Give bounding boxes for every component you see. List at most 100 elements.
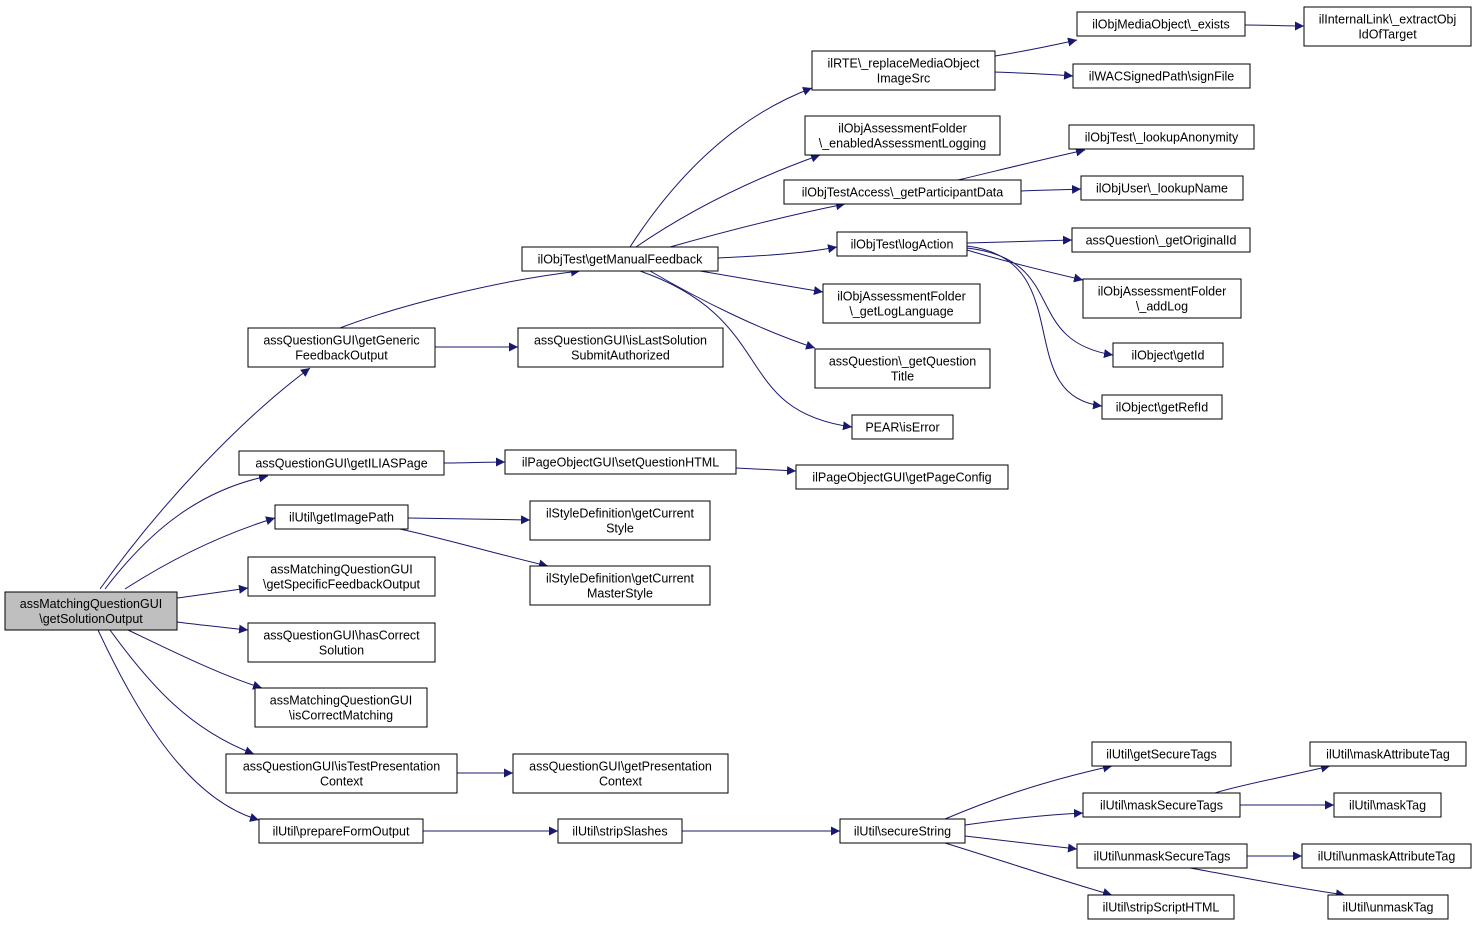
node-ilutil-unmasktag[interactable]: ilUtil\unmaskTag bbox=[1327, 894, 1449, 920]
node-label: \_addLog bbox=[1136, 300, 1188, 314]
edge-partdata-to-lookupanon bbox=[957, 147, 1086, 181]
node-ilutil-unmaskattributetag[interactable]: ilUtil\unmaskAttributeTag bbox=[1301, 843, 1472, 869]
edge-manfb-to-logaction bbox=[717, 244, 838, 259]
node-box bbox=[225, 753, 458, 794]
node-label: ilObjAssessmentFolder bbox=[1098, 285, 1227, 299]
node-ilobjmediaobject-exists[interactable]: ilObjMediaObject\_exists bbox=[1076, 11, 1246, 37]
node-label: ilUtil\getImagePath bbox=[289, 511, 394, 525]
node-ilutil-stripslashes[interactable]: ilUtil\stripSlashes bbox=[557, 818, 683, 844]
node-ilobjtest-getmanualfeedback[interactable]: ilObjTest\getManualFeedback bbox=[521, 246, 719, 272]
node-ilobject-getid[interactable]: ilObject\getId bbox=[1112, 342, 1224, 368]
node-ilutil-masktag[interactable]: ilUtil\maskTag bbox=[1333, 792, 1442, 818]
node-ilutil-maskattributetag[interactable]: ilUtil\maskAttributeTag bbox=[1309, 741, 1467, 767]
edge-securestring-to-masksectags bbox=[964, 808, 1084, 826]
node-label: ImageSrc bbox=[877, 72, 931, 86]
node-ilobjassessmentfolder-addlog[interactable]: ilObjAssessmentFolder\_addLog bbox=[1082, 278, 1242, 319]
node-ilutil-securestring[interactable]: ilUtil\secureString bbox=[839, 818, 966, 844]
edge-root-to-specfb bbox=[176, 584, 249, 599]
node-label: Style bbox=[606, 522, 634, 536]
node-label: assQuestionGUI\isLastSolution bbox=[534, 334, 707, 348]
function-nodes: assMatchingQuestionGUI\getSolutionOutput… bbox=[4, 6, 1472, 920]
node-ilobjtest-lookupanonymity[interactable]: ilObjTest\_lookupAnonymity bbox=[1068, 124, 1255, 150]
node-label: ilPageObjectGUI\setQuestionHTML bbox=[522, 456, 719, 470]
node-label: ilObjUser\_lookupName bbox=[1096, 182, 1228, 196]
node-ilutil-unmasksecuretags[interactable]: ilUtil\unmaskSecureTags bbox=[1076, 843, 1248, 869]
node-box bbox=[258, 818, 424, 844]
node-box bbox=[247, 327, 436, 368]
node-ilwacsignedpath-signfile[interactable]: ilWACSignedPath\signFile bbox=[1072, 63, 1251, 89]
node-label: ilObjTest\_lookupAnonymity bbox=[1085, 131, 1239, 145]
node-label: assMatchingQuestionGUI bbox=[20, 597, 162, 611]
node-ilutil-masksecuretags[interactable]: ilUtil\maskSecureTags bbox=[1082, 792, 1241, 818]
node-ilobject-getrefid[interactable]: ilObject\getRefId bbox=[1101, 394, 1223, 420]
node-ilpageobjectgui-getpageconfig[interactable]: ilPageObjectGUI\getPageConfig bbox=[795, 464, 1009, 490]
node-label: ilObjAssessmentFolder bbox=[837, 290, 966, 304]
node-ilobjtest-logaction[interactable]: ilObjTest\logAction bbox=[836, 231, 968, 257]
node-label: ilUtil\maskSecureTags bbox=[1100, 799, 1223, 813]
node-box bbox=[557, 818, 683, 844]
node-box bbox=[504, 449, 737, 475]
node-label: assQuestionGUI\isTestPresentation bbox=[243, 760, 440, 774]
node-ilutil-prepareformoutput[interactable]: ilUtil\prepareFormOutput bbox=[258, 818, 424, 844]
node-box bbox=[517, 327, 724, 368]
node-ilutil-stripscripthtml[interactable]: ilUtil\stripScriptHTML bbox=[1087, 894, 1235, 920]
node-label: ilStyleDefinition\getCurrent bbox=[546, 572, 695, 586]
node-label: ilObject\getRefId bbox=[1116, 401, 1208, 415]
edge-logaction-to-getrefid bbox=[966, 245, 1103, 410]
node-ilobjassessmentfolder-enabledassessmentlogging[interactable]: ilObjAssessmentFolder\_enabledAssessment… bbox=[804, 115, 1001, 156]
node-box bbox=[238, 450, 445, 476]
call-edges bbox=[97, 21, 1346, 899]
node-label: assQuestion\_getQuestion bbox=[829, 355, 976, 369]
edge-root-to-imgpath bbox=[124, 516, 276, 590]
node-box bbox=[1071, 227, 1251, 253]
edge-logaction-to-addlog bbox=[966, 249, 1084, 283]
node-pear-iserror[interactable]: PEAR\isError bbox=[851, 414, 954, 440]
node-assquestion-getoriginalid[interactable]: assQuestion\_getOriginalId bbox=[1071, 227, 1251, 253]
edge-root-to-prepform bbox=[97, 629, 260, 822]
edge-manfb-to-iserror bbox=[639, 270, 853, 431]
node-assmatchingquestiongui-getspecificfeedbackoutput[interactable]: assMatchingQuestionGUI\getSpecificFeedba… bbox=[247, 556, 436, 597]
node-box bbox=[804, 115, 1001, 156]
node-assmatchingquestiongui-getsolutionoutput[interactable]: assMatchingQuestionGUI\getSolutionOutput bbox=[4, 591, 178, 631]
node-label: \getSolutionOutput bbox=[39, 612, 143, 626]
node-assmatchingquestiongui-iscorrectmatching[interactable]: assMatchingQuestionGUI\isCorrectMatching bbox=[254, 687, 428, 728]
node-label: \_getLogLanguage bbox=[849, 305, 953, 319]
edge-securestring-to-stripscript bbox=[944, 842, 1113, 897]
node-label: ilUtil\secureString bbox=[854, 825, 951, 839]
node-ilobjtestaccess-getparticipantdata[interactable]: ilObjTestAccess\_getParticipantData bbox=[783, 179, 1022, 205]
edge-root-to-genfb bbox=[99, 367, 311, 590]
edge-setqhtml-to-pageconfig bbox=[735, 466, 797, 476]
edge-manfb-to-enabledlog bbox=[635, 153, 821, 248]
node-ilutil-getsecuretags[interactable]: ilUtil\getSecureTags bbox=[1091, 741, 1232, 767]
node-ilobjassessmentfolder-getloglanguage[interactable]: ilObjAssessmentFolder\_getLogLanguage bbox=[822, 283, 981, 324]
node-label: ilInternalLink\_extractObj bbox=[1319, 13, 1457, 27]
node-label: ilUtil\unmaskTag bbox=[1342, 901, 1433, 915]
node-ilpageobjectgui-setquestionhtml[interactable]: ilPageObjectGUI\setQuestionHTML bbox=[504, 449, 737, 475]
node-box bbox=[1327, 894, 1449, 920]
node-ilutil-getimagepath[interactable]: ilUtil\getImagePath bbox=[274, 504, 409, 530]
edge-securestring-to-unmasksectags bbox=[964, 835, 1078, 853]
node-label: assQuestionGUI\hasCorrect bbox=[263, 629, 420, 643]
node-box bbox=[512, 753, 729, 794]
node-ilobjuser-lookupname[interactable]: ilObjUser\_lookupName bbox=[1080, 175, 1244, 201]
node-label: ilUtil\maskAttributeTag bbox=[1326, 748, 1450, 762]
node-box bbox=[1082, 792, 1241, 818]
edge-manfb-to-qtitle bbox=[649, 270, 816, 350]
edge-manfb-to-rte bbox=[629, 86, 813, 248]
node-assquestiongui-getiliaspage[interactable]: assQuestionGUI\getILIASPage bbox=[238, 450, 445, 476]
node-box bbox=[1301, 843, 1472, 869]
node-label: ilUtil\stripScriptHTML bbox=[1103, 901, 1220, 915]
node-assquestiongui-islastsolutionsubmitauthorized[interactable]: assQuestionGUI\isLastSolutionSubmitAutho… bbox=[517, 327, 724, 368]
node-label: \_enabledAssessmentLogging bbox=[819, 137, 987, 151]
node-label: Context bbox=[599, 775, 643, 789]
node-box bbox=[274, 504, 409, 530]
